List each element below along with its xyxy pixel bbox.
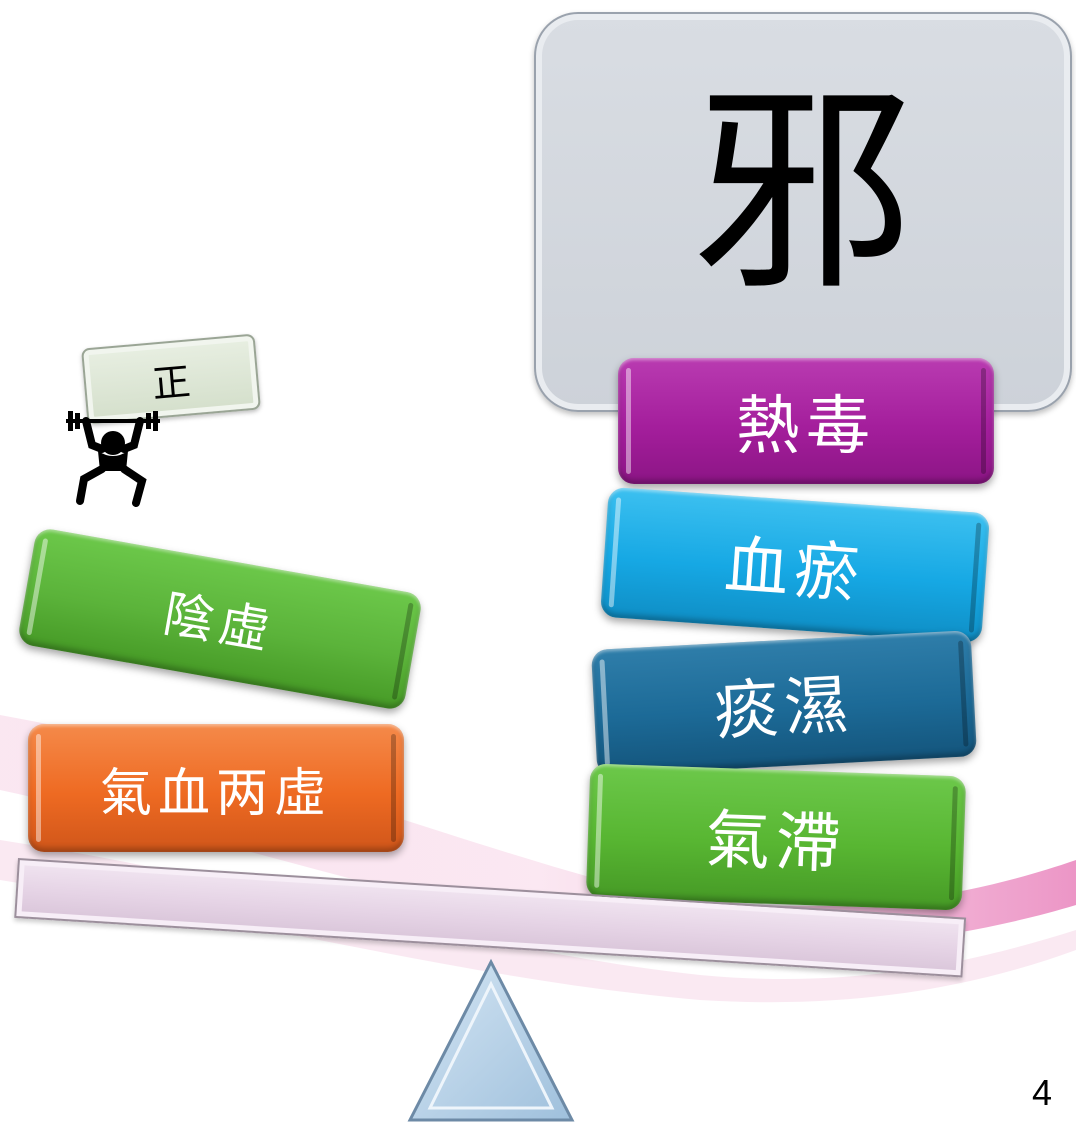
phlegm-damp-label: 痰濕 [712,668,857,750]
evil-label: 邪 [692,64,913,320]
blood-stasis-label: 血瘀 [722,529,867,613]
qi-blood-deficiency-label: 氣血两虛 [99,763,332,824]
blood-stasis-block: 血瘀 [599,486,991,644]
heat-toxin-block: 熱毒 [618,358,994,484]
qi-blood-deficiency-block: 氣血两虛 [28,724,404,852]
page-number: 4 [1032,1072,1053,1113]
heat-toxin-label: 熱毒 [736,390,876,464]
upright-qi-label: 正 [150,358,193,407]
weightlifter-icon [66,411,160,507]
phlegm-damp-block: 痰濕 [590,630,978,776]
fulcrum-triangle [407,958,575,1122]
qi-stagnation-label: 氣滯 [704,803,848,883]
qi-stagnation-block: 氣滯 [585,763,967,911]
yin-deficiency-label: 陰虛 [159,584,280,662]
evil-block: 邪 [534,12,1072,412]
